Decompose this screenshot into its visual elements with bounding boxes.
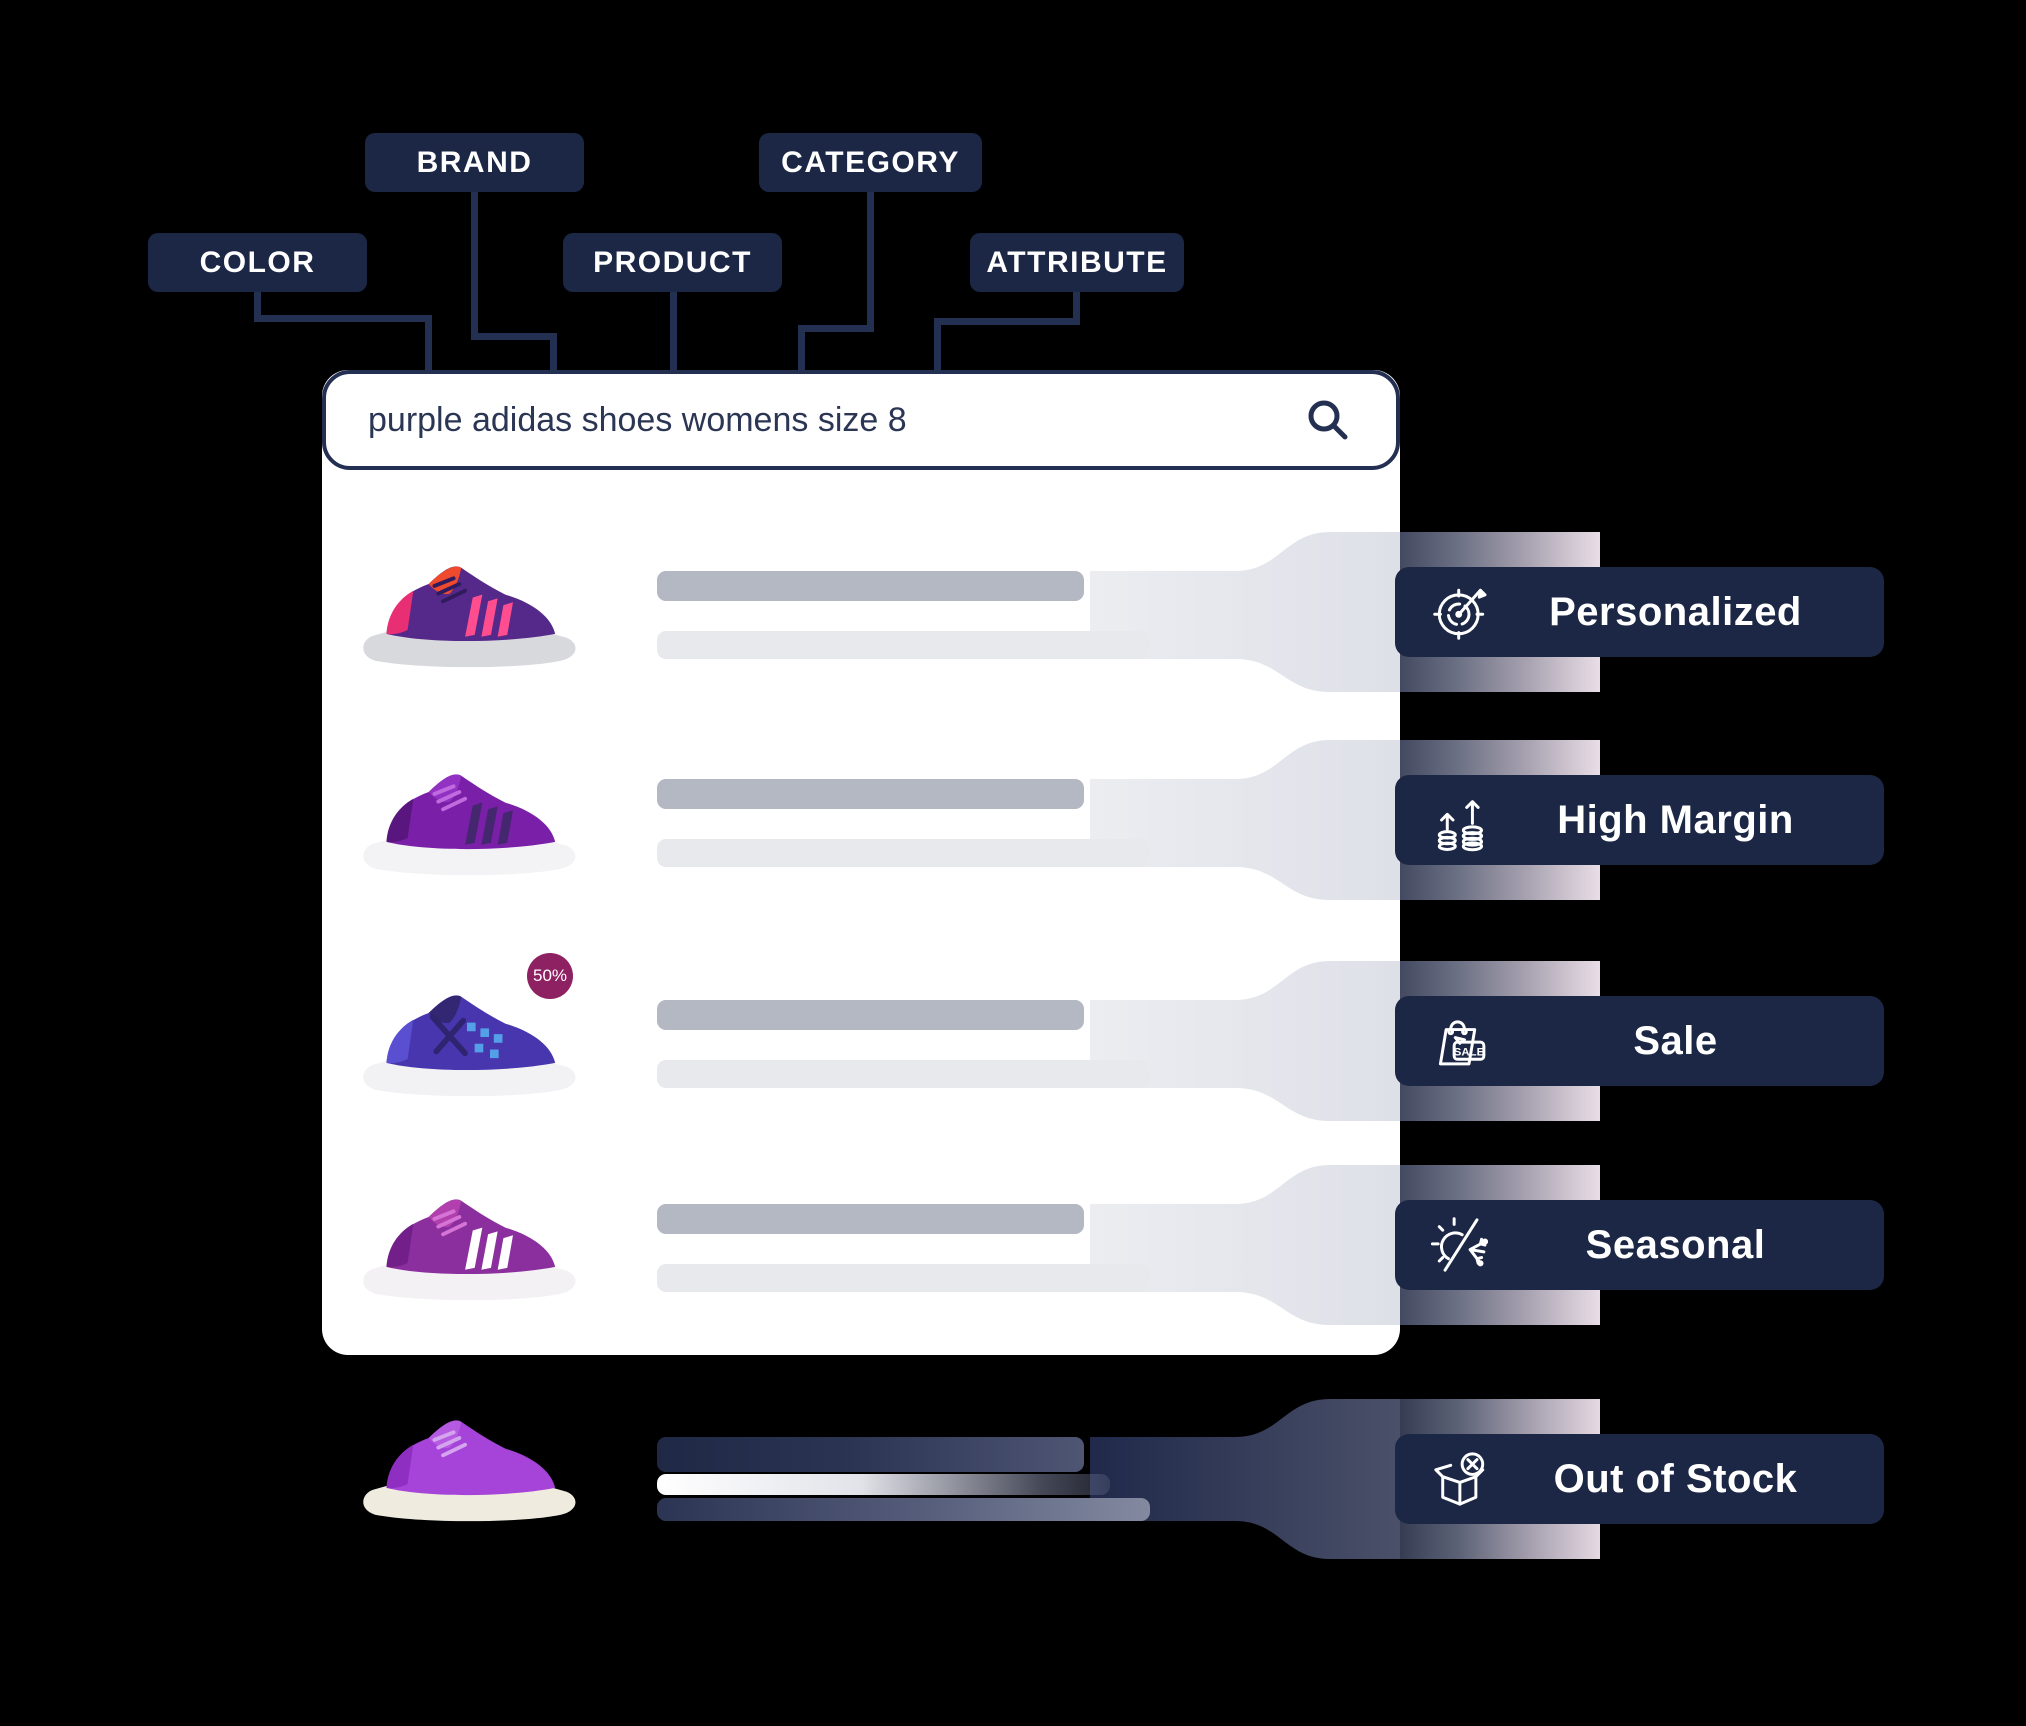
badge-label: Seasonal bbox=[1585, 1222, 1766, 1267]
tag-color-label: COLOR bbox=[199, 245, 316, 279]
tag-brand: BRAND bbox=[365, 133, 584, 192]
placeholder-bar bbox=[657, 1437, 1084, 1472]
placeholder-bar bbox=[657, 1498, 1150, 1521]
sneaker-image bbox=[363, 995, 576, 1097]
sneaker-image bbox=[363, 1199, 576, 1301]
tag-attribute-label: ATTRIBUTE bbox=[986, 245, 1168, 279]
search-bar[interactable]: purple adidas shoes womens size 8 bbox=[322, 370, 1400, 470]
placeholder-bar bbox=[657, 1264, 1150, 1292]
badge-seasonal[interactable]: Seasonal bbox=[1395, 1200, 1884, 1290]
badge-label: Sale bbox=[1633, 1018, 1718, 1063]
funnel-connector bbox=[1090, 740, 1400, 900]
placeholder-bar bbox=[657, 631, 1150, 659]
sneaker-image bbox=[363, 1420, 576, 1522]
tag-product-label: PRODUCT bbox=[593, 245, 752, 279]
target-dart-icon bbox=[1433, 588, 1487, 640]
box-x-icon bbox=[1434, 1452, 1485, 1506]
badge-label: High Margin bbox=[1557, 797, 1794, 842]
discount-badge: 50% bbox=[527, 953, 573, 999]
placeholder-bar bbox=[657, 779, 1084, 809]
badge-high-margin[interactable]: High Margin bbox=[1395, 775, 1884, 865]
funnel-connector bbox=[1090, 961, 1400, 1121]
placeholder-bar bbox=[657, 1060, 1150, 1088]
placeholder-bar bbox=[657, 1000, 1084, 1030]
sneaker-image bbox=[363, 566, 576, 668]
tag-brand-label: BRAND bbox=[416, 145, 533, 179]
tag-color: COLOR bbox=[148, 233, 367, 292]
placeholder-bar bbox=[657, 571, 1084, 601]
svg-text:SALE: SALE bbox=[1454, 1046, 1485, 1058]
search-input[interactable]: purple adidas shoes womens size 8 bbox=[368, 400, 907, 439]
badge-sale[interactable]: SALE Sale bbox=[1395, 996, 1884, 1086]
funnel-connector bbox=[1090, 1399, 1400, 1559]
tag-attribute: ATTRIBUTE bbox=[970, 233, 1184, 292]
funnel-connector bbox=[1090, 1165, 1400, 1325]
placeholder-bar bbox=[657, 839, 1150, 867]
tag-product: PRODUCT bbox=[563, 233, 782, 292]
coins-up-arrow-icon bbox=[1437, 800, 1484, 852]
tag-category-label: CATEGORY bbox=[781, 145, 960, 179]
tag-category: CATEGORY bbox=[759, 133, 982, 192]
sun-snowflake-icon bbox=[1430, 1217, 1489, 1272]
placeholder-bar bbox=[657, 1204, 1084, 1234]
placeholder-bar bbox=[657, 1474, 1110, 1495]
badge-label: Personalized bbox=[1549, 589, 1802, 634]
sale-bag-icon: SALE bbox=[1438, 1020, 1486, 1066]
badge-out-of-stock[interactable]: Out of Stock bbox=[1395, 1434, 1884, 1524]
funnel-connector bbox=[1090, 532, 1400, 692]
badge-personalized[interactable]: Personalized bbox=[1395, 567, 1884, 657]
badge-label: Out of Stock bbox=[1553, 1456, 1798, 1501]
sneaker-image bbox=[363, 774, 576, 876]
discount-label: 50% bbox=[532, 966, 568, 985]
search-icon[interactable] bbox=[1302, 394, 1354, 446]
